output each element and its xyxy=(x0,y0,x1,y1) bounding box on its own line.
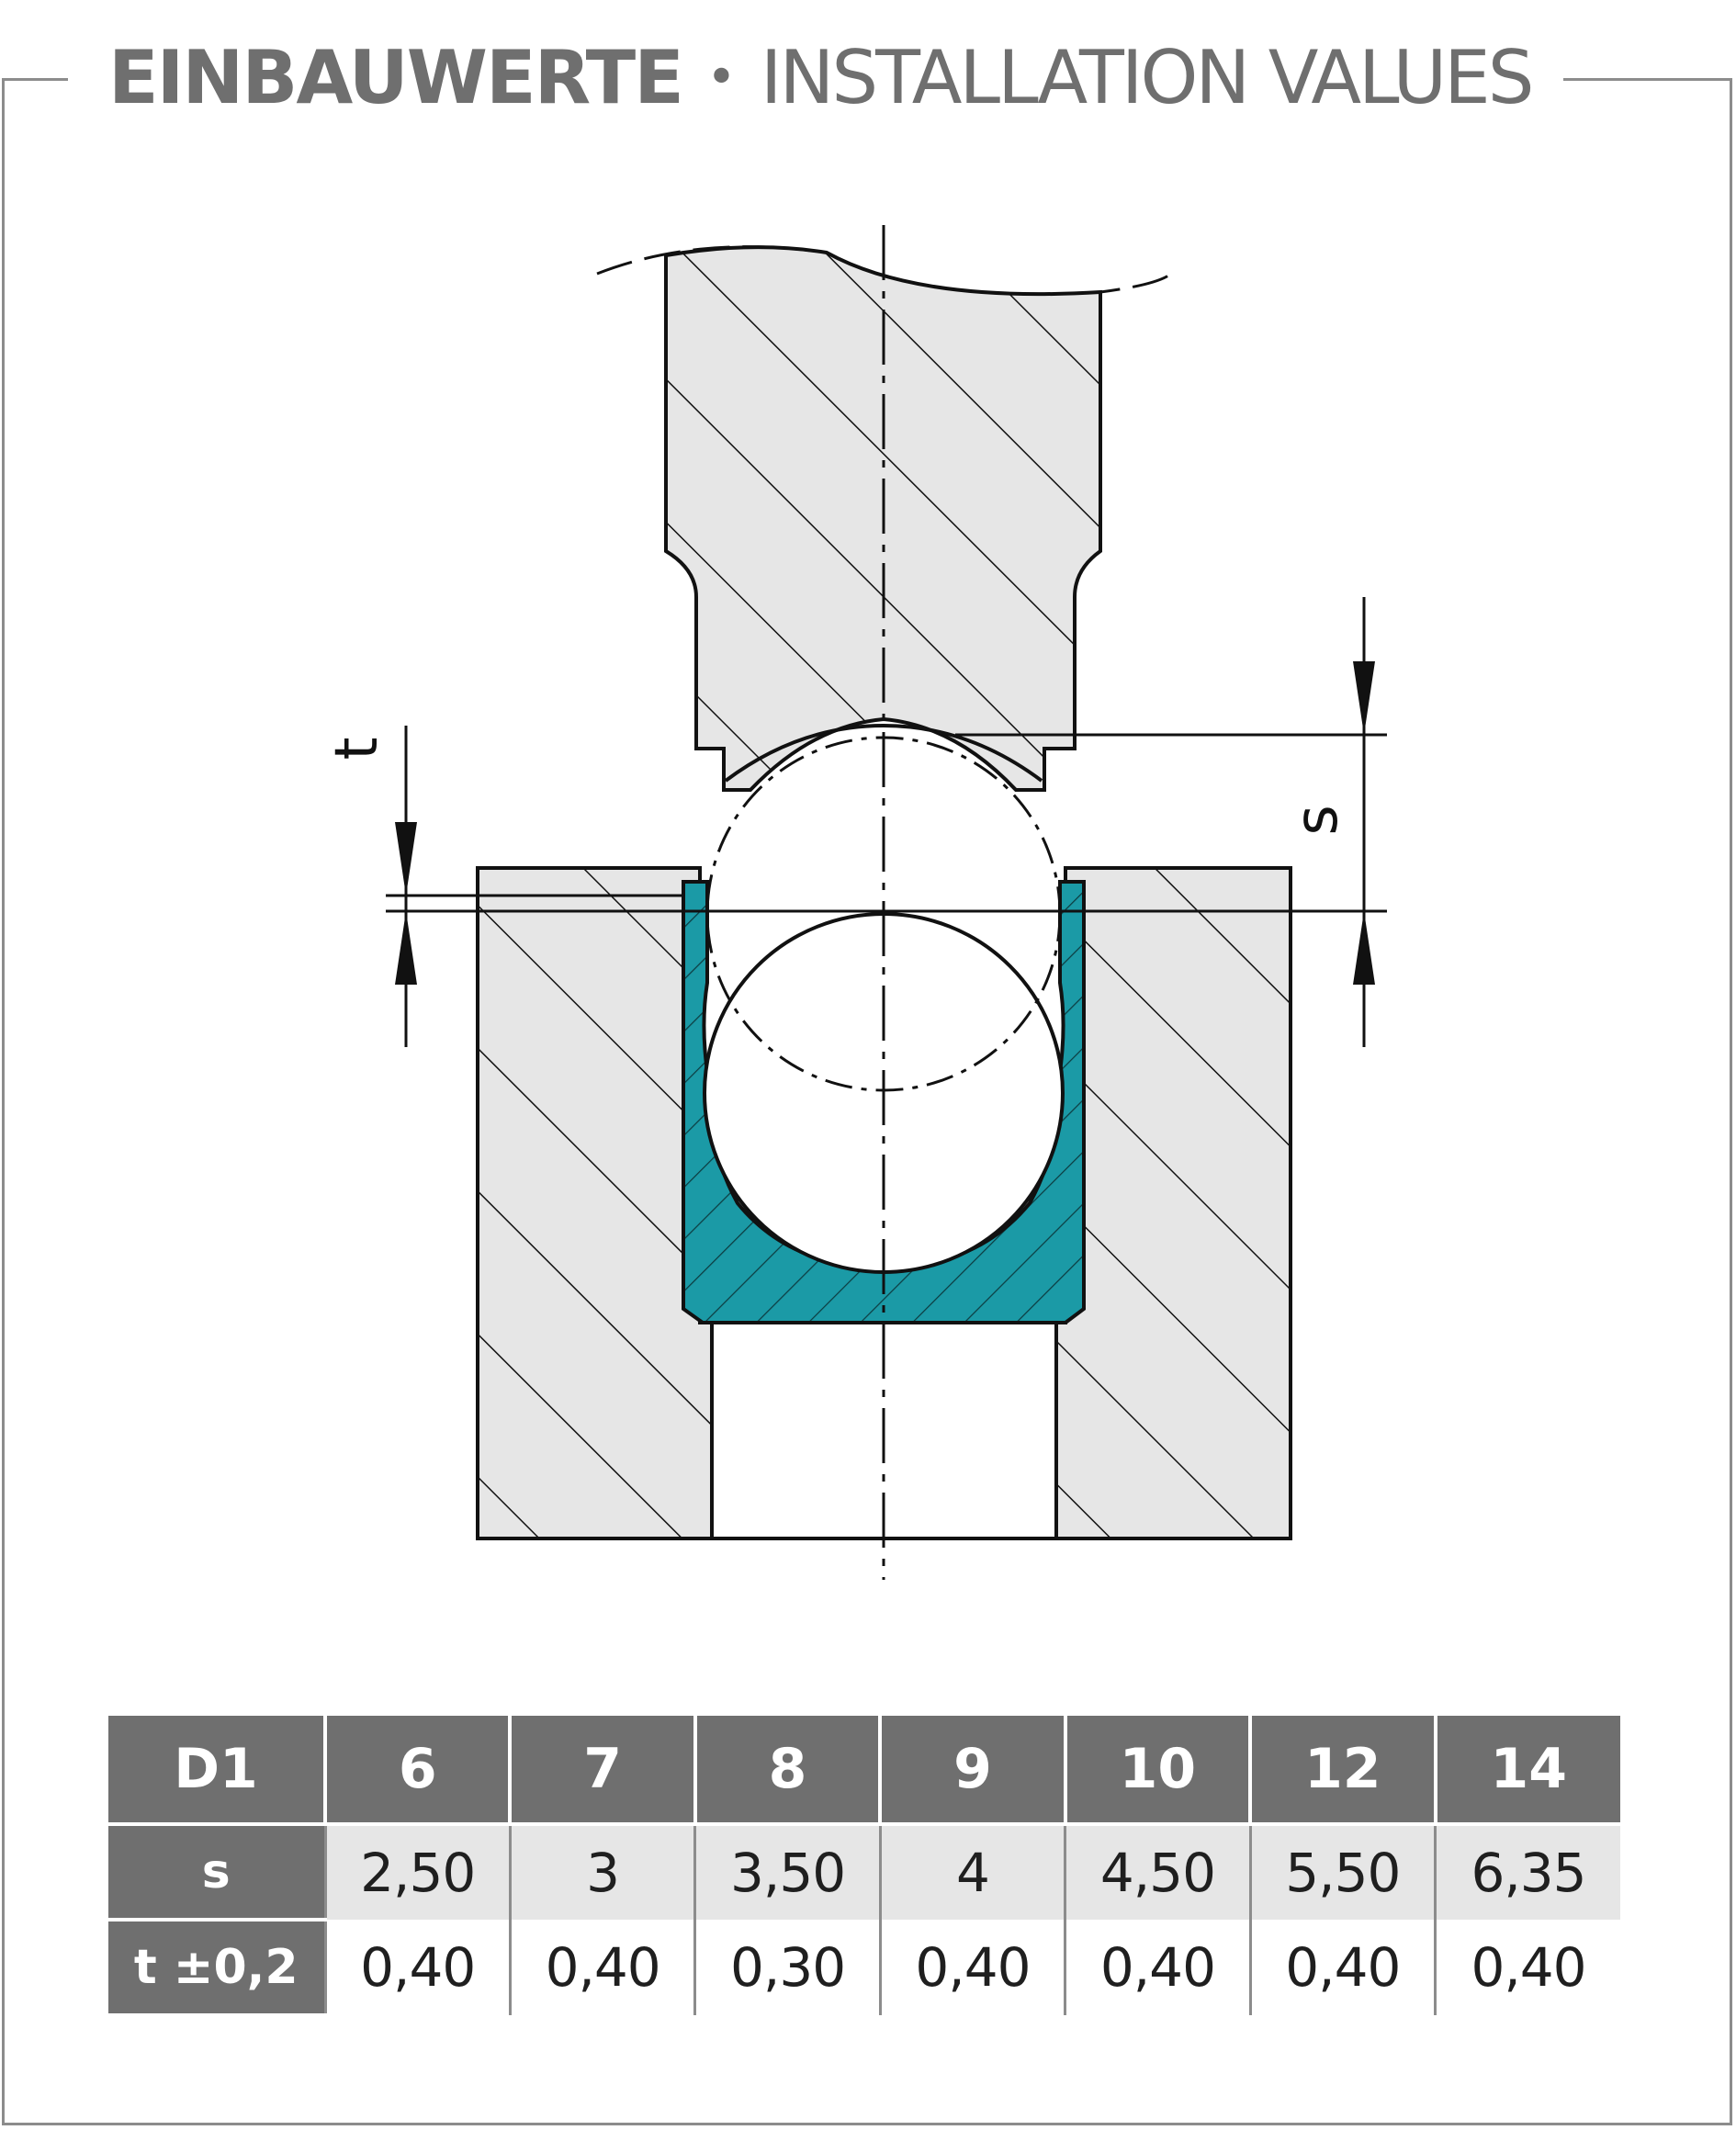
table-cell: 2,50 xyxy=(323,1824,511,1920)
header-d1: D1 xyxy=(108,1716,325,1826)
dim-t-arrow-bottom xyxy=(395,911,417,985)
table-header-row: D1 6 7 8 9 10 12 14 xyxy=(108,1716,1620,1826)
dim-s-arrow-top xyxy=(1353,661,1375,735)
frame-top-line-right xyxy=(1563,78,1732,81)
installation-values-table: D1 6 7 8 9 10 12 14 s 2,50 3 3,50 4 4,50… xyxy=(108,1716,1620,2017)
table-cell: 4 xyxy=(878,1824,1065,1920)
header-col: 7 xyxy=(508,1716,695,1826)
table-cell: 5,50 xyxy=(1248,1824,1436,1920)
table-cell: 0,40 xyxy=(1064,1920,1251,2015)
page-title: EINBAUWERTE • INSTALLATION VALUES xyxy=(108,31,1535,123)
table-cell: 0,40 xyxy=(1434,1920,1620,2015)
title-english: INSTALLATION VALUES xyxy=(760,34,1535,120)
frame-top-line-left xyxy=(2,78,68,81)
table-cell: 6,35 xyxy=(1434,1824,1620,1920)
row-label-s: s xyxy=(108,1824,325,1922)
housing-left-section xyxy=(476,866,714,1540)
ball-upper-arc xyxy=(724,723,1043,783)
housing-right-section xyxy=(1054,866,1292,1540)
title-separator: • xyxy=(705,47,737,107)
table-cell: 0,40 xyxy=(508,1920,695,2015)
table-cell: 3 xyxy=(508,1824,695,1920)
header-col: 6 xyxy=(322,1716,511,1826)
table-cell: 0,40 xyxy=(323,1920,511,2015)
table-cell: 3,50 xyxy=(693,1824,881,1920)
table-row-s: s 2,50 3 3,50 4 4,50 5,50 6,35 xyxy=(108,1824,1620,1922)
dim-s-arrow-bottom xyxy=(1353,911,1375,985)
row-label-t: t ±0,2 xyxy=(108,1920,325,2017)
outer-frame xyxy=(2,79,1732,2125)
dim-t-arrow-top xyxy=(395,822,417,896)
header-col: 9 xyxy=(878,1716,1065,1826)
installation-drawing: s t xyxy=(323,225,1387,1580)
table-cell: 0,40 xyxy=(878,1920,1065,2015)
header-col: 8 xyxy=(693,1716,881,1826)
header-col: 12 xyxy=(1248,1716,1436,1826)
table-cell: 0,40 xyxy=(1248,1920,1436,2015)
title-german: EINBAUWERTE xyxy=(108,34,684,120)
table-cell: 4,50 xyxy=(1064,1824,1251,1920)
table-cell: 0,30 xyxy=(693,1920,881,2015)
dim-s-label: s xyxy=(1283,805,1351,835)
table-row-t: t ±0,2 0,40 0,40 0,30 0,40 0,40 0,40 0,4… xyxy=(108,1920,1620,2017)
header-col: 14 xyxy=(1433,1716,1620,1826)
header-col: 10 xyxy=(1063,1716,1251,1826)
dim-t-label: t xyxy=(323,737,391,760)
upper-break-line xyxy=(596,245,1172,296)
